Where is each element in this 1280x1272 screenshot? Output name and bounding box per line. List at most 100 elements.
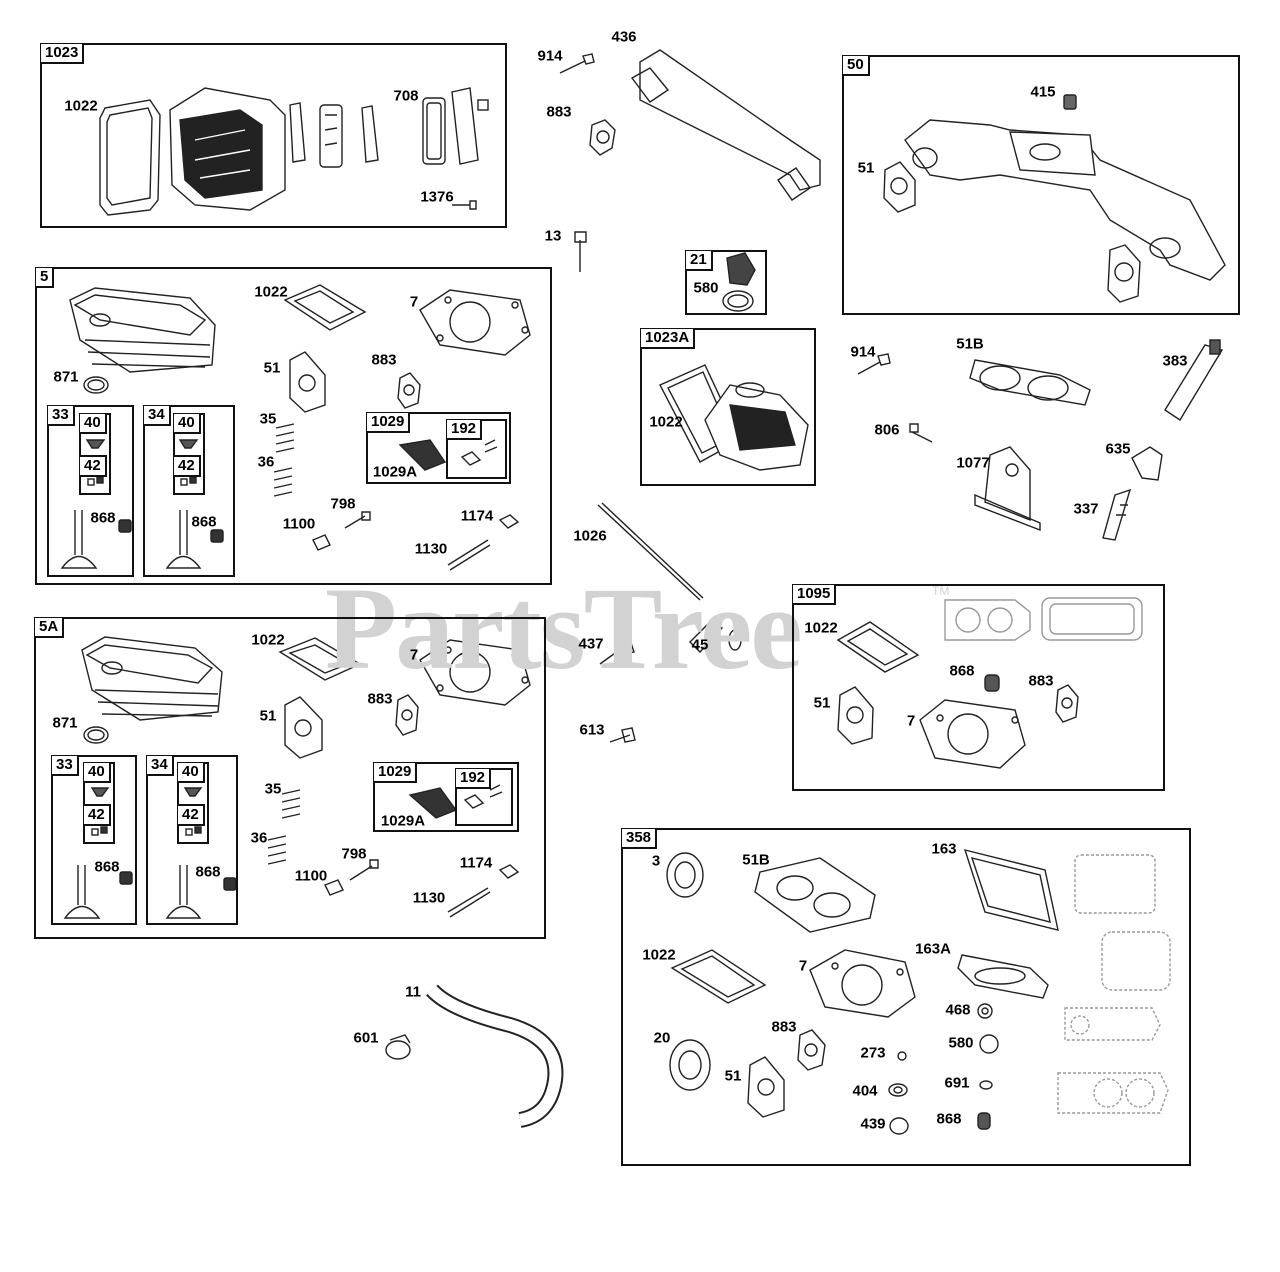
callout-7-g1095[interactable]: 7: [906, 712, 916, 730]
callout-337[interactable]: 337: [1073, 500, 1099, 518]
callout-1029A-g5[interactable]: 1029A: [372, 463, 418, 481]
group-label-1023A[interactable]: 1023A: [641, 329, 696, 349]
callout-914-top[interactable]: 914: [537, 47, 563, 65]
subgroup-label-40-c[interactable]: 40: [84, 763, 111, 783]
callout-404[interactable]: 404: [852, 1082, 878, 1100]
subgroup-label-33-bot[interactable]: 33: [52, 756, 79, 776]
callout-1026[interactable]: 1026: [573, 527, 607, 545]
subgroup-label-33-top[interactable]: 33: [48, 406, 75, 426]
callout-163[interactable]: 163: [931, 840, 957, 858]
callout-883-g5[interactable]: 883: [371, 351, 397, 369]
group-label-358[interactable]: 358: [622, 829, 658, 849]
callout-635[interactable]: 635: [1105, 440, 1131, 458]
callout-601[interactable]: 601: [353, 1029, 379, 1047]
callout-914-right[interactable]: 914: [850, 343, 876, 361]
callout-868-g34-top[interactable]: 868: [191, 513, 217, 531]
callout-883-g358[interactable]: 883: [771, 1018, 797, 1036]
callout-51-g358[interactable]: 51: [724, 1067, 742, 1085]
callout-883-g1095[interactable]: 883: [1028, 672, 1054, 690]
callout-1174-g5[interactable]: 1174: [460, 507, 494, 525]
callout-163A[interactable]: 163A: [915, 940, 951, 958]
callout-798-g5[interactable]: 798: [330, 495, 356, 513]
callout-51-g1095[interactable]: 51: [813, 694, 831, 712]
subgroup-label-42-a[interactable]: 42: [80, 455, 107, 477]
group-label-21[interactable]: 21: [686, 251, 713, 271]
subgroup-box-1029-top: 1029: [366, 412, 511, 484]
callout-468[interactable]: 468: [945, 1001, 971, 1019]
callout-45[interactable]: 45: [691, 636, 709, 654]
subgroup-label-40-d[interactable]: 40: [178, 763, 205, 783]
subgroup-label-1029-top[interactable]: 1029: [367, 413, 411, 433]
callout-7-g358[interactable]: 7: [798, 957, 808, 975]
callout-20[interactable]: 20: [653, 1029, 671, 1047]
callout-51-g5A[interactable]: 51: [259, 707, 277, 725]
callout-35-g5[interactable]: 35: [259, 410, 277, 428]
callout-868-g34-bot[interactable]: 868: [195, 863, 221, 881]
callout-691[interactable]: 691: [944, 1074, 970, 1092]
callout-36-g5[interactable]: 36: [257, 453, 275, 471]
group-label-1095[interactable]: 1095: [793, 585, 837, 605]
callout-436[interactable]: 436: [611, 28, 637, 46]
subgroup-box-40-c: 40 42: [83, 762, 115, 844]
subgroup-label-192-top[interactable]: 192: [447, 420, 483, 440]
callout-1174-g5A[interactable]: 1174: [459, 854, 493, 872]
callout-1022-g5[interactable]: 1022: [254, 283, 288, 301]
callout-868-g33-bot[interactable]: 868: [94, 858, 120, 876]
callout-1022-g1023A[interactable]: 1022: [649, 413, 683, 431]
callout-36-g5A[interactable]: 36: [250, 829, 268, 847]
subgroup-label-34-bot[interactable]: 34: [147, 756, 174, 776]
callout-1022-g5A[interactable]: 1022: [251, 631, 285, 649]
callout-871-g5[interactable]: 871: [53, 368, 79, 386]
callout-7-g5A[interactable]: 7: [409, 646, 419, 664]
group-label-5[interactable]: 5: [36, 268, 55, 288]
callout-383[interactable]: 383: [1162, 352, 1188, 370]
subgroup-label-42-c[interactable]: 42: [84, 804, 111, 826]
group-label-5A[interactable]: 5A: [35, 618, 65, 638]
callout-580-g358[interactable]: 580: [948, 1034, 974, 1052]
callout-1077[interactable]: 1077: [956, 454, 990, 472]
callout-1376[interactable]: 1376: [420, 188, 454, 206]
callout-273[interactable]: 273: [860, 1044, 886, 1062]
callout-11[interactable]: 11: [405, 983, 421, 1001]
callout-868-g33-top[interactable]: 868: [90, 509, 116, 527]
subgroup-box-40-b: 40 42: [173, 413, 205, 495]
callout-1022-g1023[interactable]: 1022: [64, 97, 98, 115]
callout-1022-g1095[interactable]: 1022: [804, 619, 838, 637]
callout-806[interactable]: 806: [874, 421, 900, 439]
callout-1130-g5[interactable]: 1130: [414, 540, 448, 558]
group-label-50[interactable]: 50: [843, 56, 870, 76]
callout-868-g1095[interactable]: 868: [949, 662, 975, 680]
subgroup-label-192-bot[interactable]: 192: [456, 769, 492, 789]
callout-415[interactable]: 415: [1030, 83, 1056, 101]
callout-51-g5[interactable]: 51: [263, 359, 281, 377]
callout-437[interactable]: 437: [578, 635, 604, 653]
callout-883-g5A[interactable]: 883: [367, 690, 393, 708]
callout-613[interactable]: 613: [579, 721, 605, 739]
callout-871-g5A[interactable]: 871: [52, 714, 78, 732]
callout-708[interactable]: 708: [393, 87, 419, 105]
subgroup-label-34-top[interactable]: 34: [144, 406, 171, 426]
callout-1022-g358[interactable]: 1022: [642, 946, 676, 964]
callout-51B-g358[interactable]: 51B: [742, 851, 770, 869]
subgroup-label-42-d[interactable]: 42: [178, 804, 205, 826]
callout-1029A-g5A[interactable]: 1029A: [380, 812, 426, 830]
callout-868-g358[interactable]: 868: [936, 1110, 962, 1128]
callout-883-top[interactable]: 883: [546, 103, 572, 121]
subgroup-label-1029-bot[interactable]: 1029: [374, 763, 418, 783]
callout-51-g50[interactable]: 51: [857, 159, 875, 177]
group-label-1023[interactable]: 1023: [41, 44, 85, 64]
callout-51B-top[interactable]: 51B: [956, 335, 984, 353]
callout-3[interactable]: 3: [651, 852, 661, 870]
subgroup-label-40-a[interactable]: 40: [80, 414, 107, 434]
callout-1100-g5[interactable]: 1100: [282, 515, 316, 533]
subgroup-label-40-b[interactable]: 40: [174, 414, 201, 434]
callout-1130-g5A[interactable]: 1130: [412, 889, 446, 907]
callout-13[interactable]: 13: [544, 227, 562, 245]
callout-439[interactable]: 439: [860, 1115, 886, 1133]
callout-1100-g5A[interactable]: 1100: [294, 867, 328, 885]
callout-798-g5A[interactable]: 798: [341, 845, 367, 863]
subgroup-label-42-b[interactable]: 42: [174, 455, 201, 477]
callout-7-g5[interactable]: 7: [409, 293, 419, 311]
callout-580-g21[interactable]: 580: [693, 279, 719, 297]
callout-35-g5A[interactable]: 35: [264, 780, 282, 798]
